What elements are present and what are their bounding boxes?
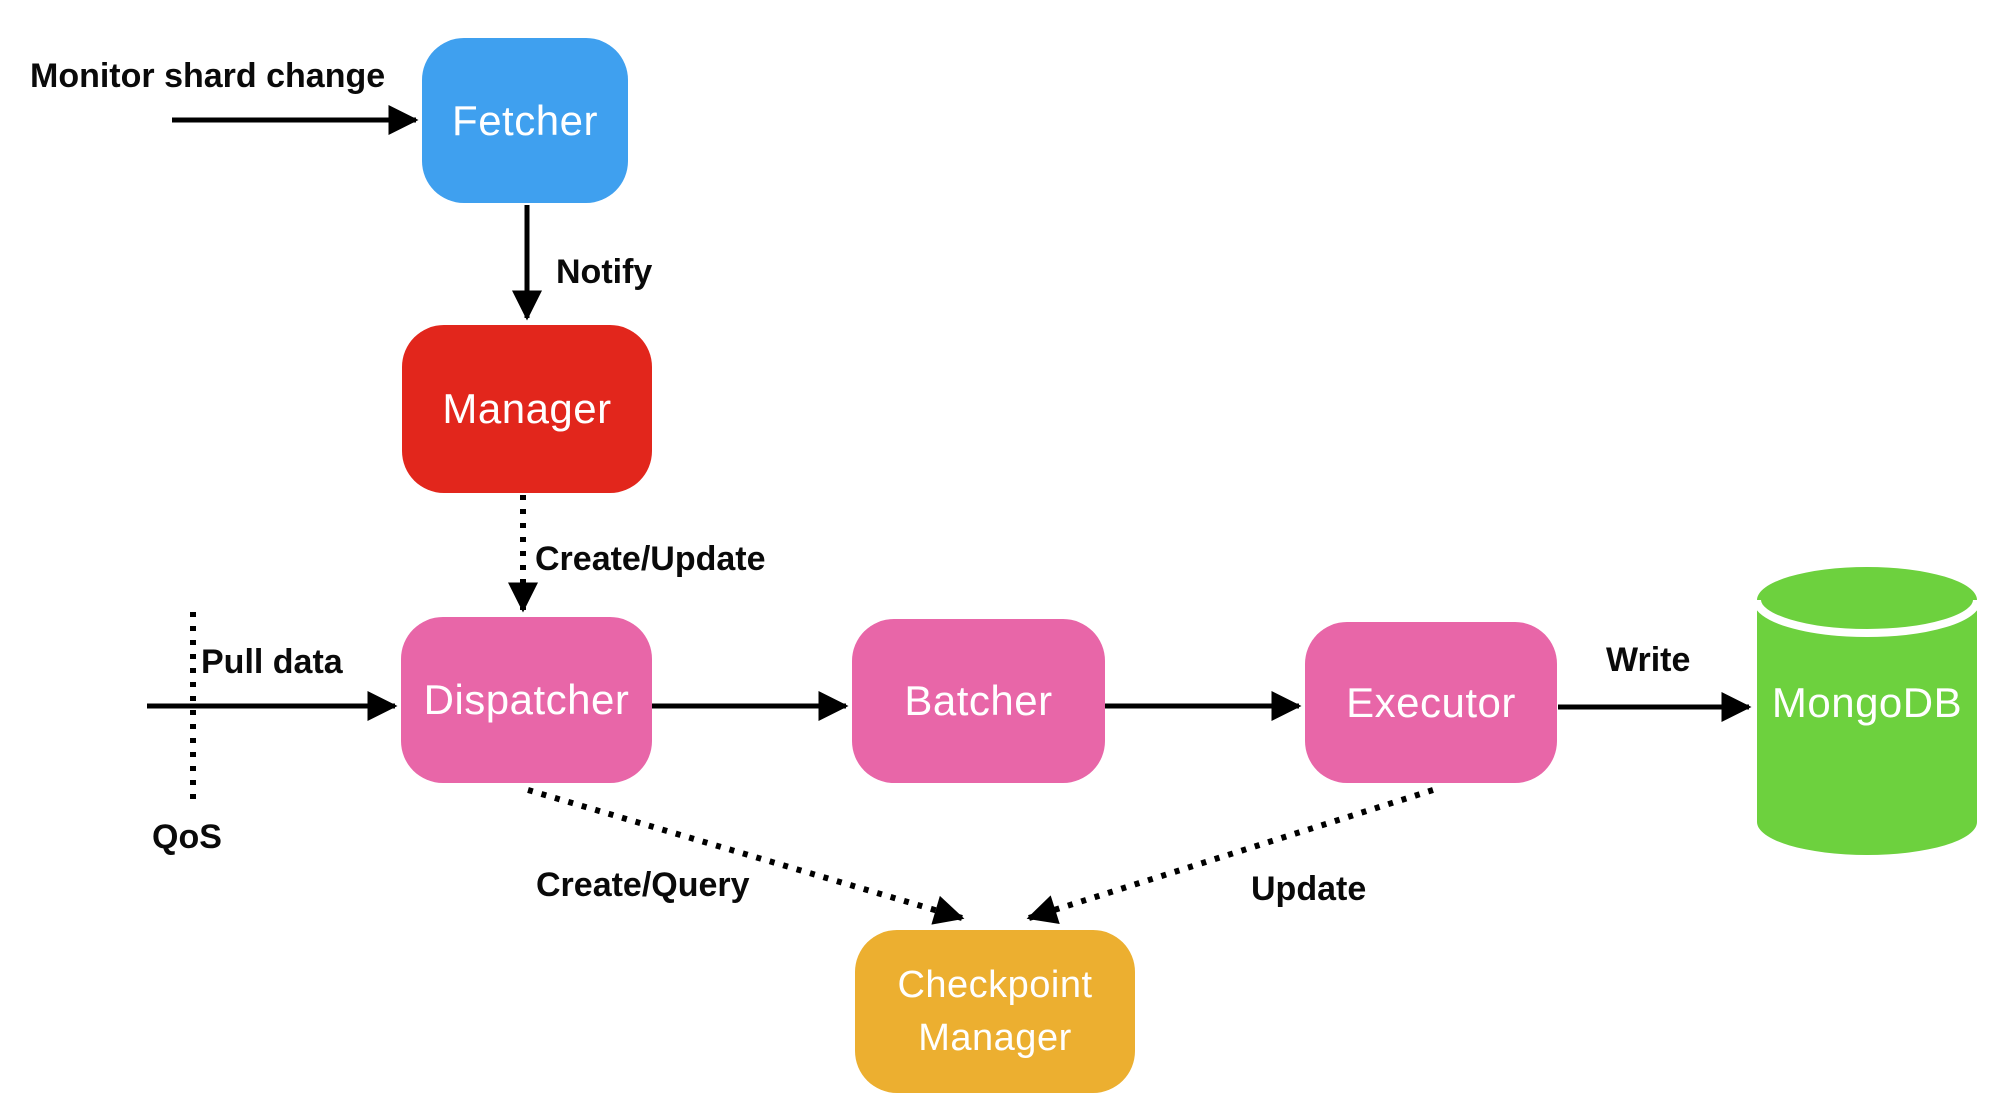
edge-label-notify: Notify (556, 253, 653, 291)
node-mongodb (1753, 566, 1981, 856)
node-fetcher-label: Fetcher (452, 96, 598, 144)
node-executor-label: Executor (1346, 678, 1516, 726)
node-checkpoint-manager-label-line2: Manager (918, 1016, 1072, 1059)
cylinder-body (1757, 567, 1977, 855)
node-dispatcher-label: Dispatcher (423, 676, 630, 723)
database-cylinder-icon (1753, 567, 1981, 855)
edge-label-qos: QoS (152, 818, 222, 856)
node-fetcher: Fetcher (422, 38, 628, 203)
edge-label-create-query: Create/Query (536, 866, 750, 904)
cylinder-lid-arc (1753, 599, 1981, 637)
node-dispatcher: Dispatcher (401, 617, 652, 783)
node-checkpoint-manager: Checkpoint Manager (855, 930, 1135, 1093)
node-batcher: Batcher (852, 619, 1105, 783)
edge-label-create-update: Create/Update (535, 540, 766, 578)
edge-label-write: Write (1606, 641, 1691, 679)
edge-label-update: Update (1251, 870, 1367, 908)
node-manager-label: Manager (442, 385, 612, 432)
node-mongodb-label: MongoDB (1771, 679, 1963, 726)
edge-update (1026, 787, 1434, 924)
node-manager: Manager (402, 325, 652, 493)
edge-label-monitor-shard-change: Monitor shard change (30, 57, 386, 95)
edge-label-pull-data: Pull data (201, 643, 343, 681)
node-checkpoint-manager-label-line1: Checkpoint (897, 964, 1093, 1007)
node-executor: Executor (1305, 622, 1557, 783)
node-batcher-label: Batcher (904, 677, 1053, 724)
